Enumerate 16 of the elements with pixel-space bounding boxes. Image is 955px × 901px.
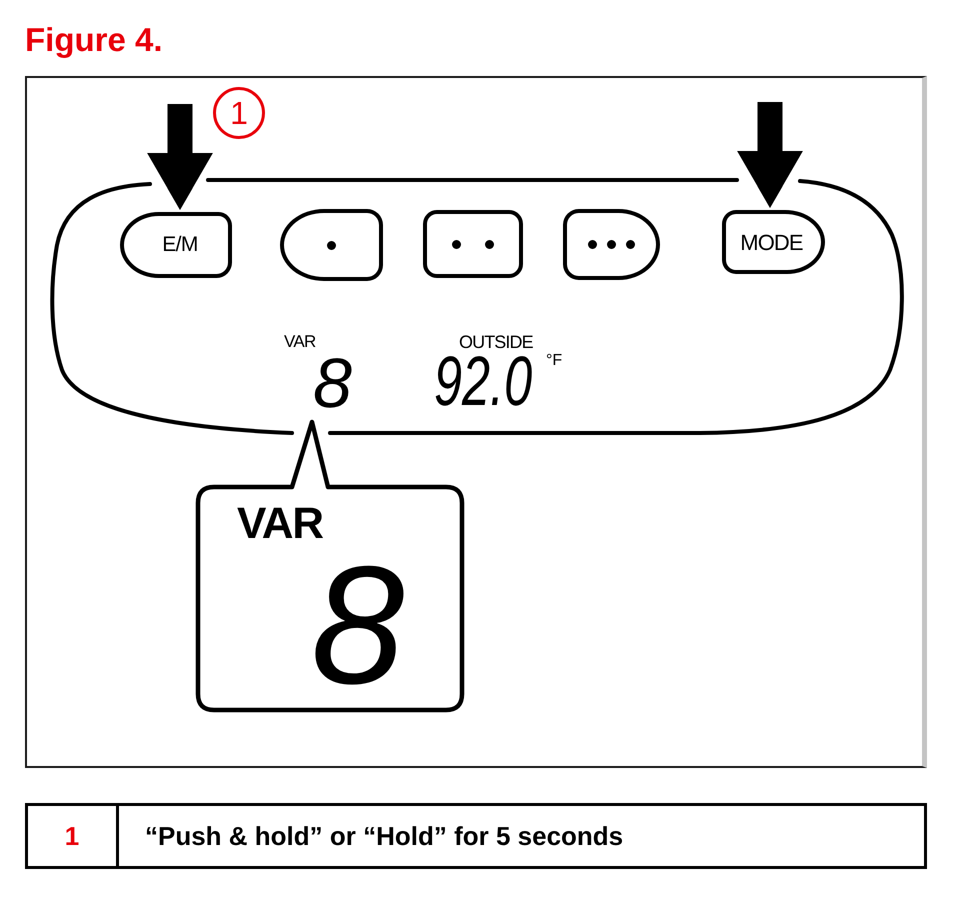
display-label: VAR (284, 333, 316, 350)
digit-readout: 8 (313, 348, 352, 418)
zoom-callout (195, 418, 465, 713)
arrow (147, 104, 213, 210)
figure-title: Figure 4. (25, 23, 163, 56)
panel-button (280, 209, 383, 281)
instruction-text: “Push & hold” or “Hold” for 5 seconds (145, 820, 624, 852)
unit-label: °F (546, 353, 562, 369)
panel-button (563, 209, 660, 280)
display-label: OUTSIDE (459, 333, 533, 351)
row-number: 1 (64, 820, 80, 852)
callout-number: 1 (213, 87, 265, 139)
panel-button (423, 210, 523, 278)
panel-button: MODE (722, 210, 825, 274)
panel-button: E/M (120, 212, 232, 278)
arrow (737, 102, 803, 208)
